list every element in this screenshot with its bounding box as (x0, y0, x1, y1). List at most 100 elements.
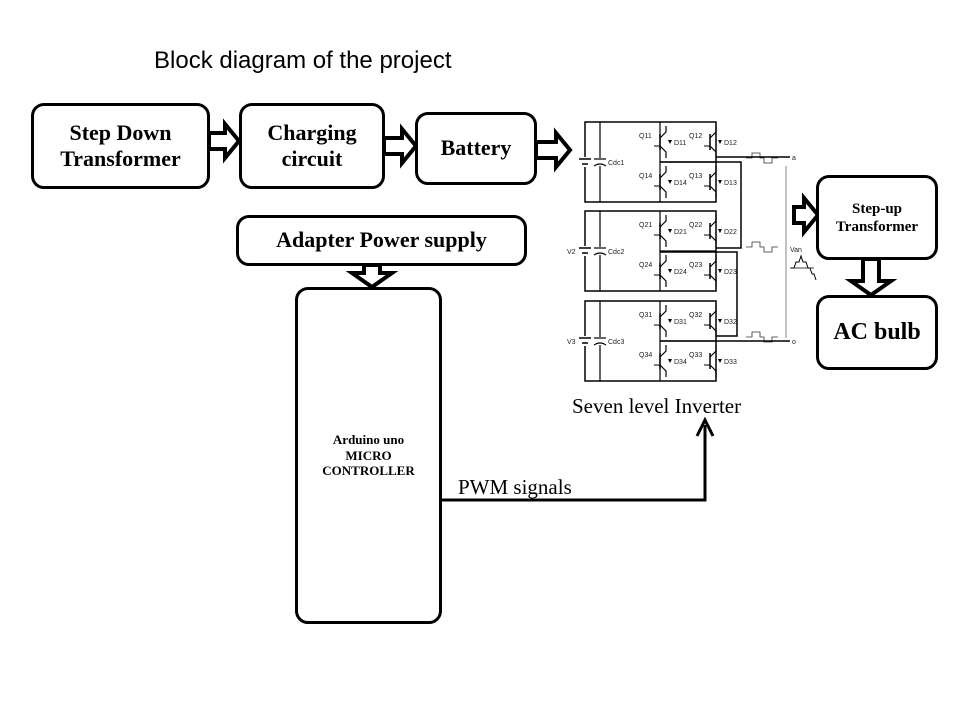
step-up-label: Step-up Transformer (835, 200, 919, 235)
diode-label: D23 (724, 269, 737, 276)
igbt-emitter (709, 364, 717, 377)
arrow-charging-to-battery (382, 123, 419, 169)
igbt-collector (659, 255, 667, 268)
battery-block: Battery (415, 112, 537, 185)
igbt-emitter (659, 274, 667, 287)
diode-icon (718, 319, 722, 323)
cell-waveform (746, 331, 778, 343)
igbt-collector (659, 215, 667, 228)
diode-icon (668, 140, 672, 144)
source-label: V2 (567, 249, 576, 256)
cap-gap (594, 158, 606, 166)
igbt-emitter (659, 145, 667, 158)
arrow-inverter-to-stepup (792, 192, 821, 238)
diode-icon (668, 359, 672, 363)
arduino-microcontroller-block: Arduino uno MICRO CONTROLLER (295, 287, 442, 624)
capacitor-icon (593, 163, 607, 167)
arrow-stepup-to-acbulb (844, 257, 898, 298)
arduino-label-1: Arduino uno (332, 432, 405, 448)
adapter-label: Adapter Power supply (276, 227, 487, 253)
staircase-waveform (791, 254, 817, 281)
igbt-emitter (659, 185, 667, 198)
arrow-battery-to-inverter (534, 127, 573, 173)
switch-label: Q31 (639, 312, 652, 319)
igbt-emitter (709, 185, 717, 198)
capacitor-label: Cdc1 (608, 160, 624, 167)
diode-icon (668, 180, 672, 184)
switch-label: Q33 (689, 352, 702, 359)
cap-gap (594, 247, 606, 255)
igbt-emitter (709, 234, 717, 247)
switch-label: Q13 (689, 173, 702, 180)
charging-circuit-block: Charging circuit (239, 103, 385, 189)
terminal-a-label: a (792, 155, 796, 162)
battery-label: Battery (440, 135, 512, 161)
terminal-o-label: o (792, 339, 796, 346)
output-voltage-label: Van (790, 247, 802, 254)
igbt-emitter (709, 145, 717, 158)
igbt-collector (709, 345, 717, 358)
battery-gap (579, 157, 591, 167)
capacitor-label: Cdc2 (608, 249, 624, 256)
diode-icon (718, 229, 722, 233)
igbt-collector (709, 255, 717, 268)
switch-label: Q34 (639, 352, 652, 359)
diode-label: D21 (674, 229, 687, 236)
igbt-collector (709, 305, 717, 318)
switch-label: Q11 (639, 133, 652, 140)
cell-waveform (746, 152, 778, 164)
cell-waveform (746, 241, 778, 253)
switch-label: Q32 (689, 312, 702, 319)
diode-label: D11 (674, 140, 686, 147)
igbt-emitter (709, 274, 717, 287)
source-label: V3 (567, 339, 576, 346)
diagram-title: Block diagram of the project (154, 47, 452, 74)
charging-label: Charging circuit (267, 119, 357, 171)
diode-icon (668, 269, 672, 273)
igbt-collector (709, 215, 717, 228)
igbt-collector (659, 126, 667, 139)
adapter-power-supply-block: Adapter Power supply (236, 215, 527, 266)
diode-label: D12 (724, 140, 737, 147)
capacitor-icon (593, 342, 607, 346)
arduino-label-3: CONTROLLER (322, 463, 415, 479)
switch-label: Q14 (639, 173, 652, 180)
diode-label: D31 (674, 319, 687, 326)
step-down-label: Step Down Transformer (60, 119, 181, 171)
switch-label: Q21 (639, 222, 652, 229)
ac-bulb-block: AC bulb (816, 295, 938, 370)
igbt-emitter (659, 324, 667, 337)
diode-label: D13 (724, 180, 737, 187)
diode-label: D33 (724, 359, 737, 366)
step-up-transformer-block: Step-up Transformer (816, 175, 938, 260)
capacitor-icon (593, 252, 607, 256)
arduino-label-2: MICRO (345, 447, 392, 463)
switch-label: Q22 (689, 222, 702, 229)
diode-label: D32 (724, 319, 737, 326)
diode-icon (718, 180, 722, 184)
diode-label: D34 (674, 359, 687, 366)
diode-icon (718, 140, 722, 144)
arrow-stepdown-to-charging (207, 118, 242, 164)
diode-label: D14 (674, 180, 687, 187)
battery-gap (579, 336, 591, 346)
arrow-adapter-to-arduino (345, 263, 399, 290)
igbt-collector (709, 126, 717, 139)
step-down-transformer-block: Step Down Transformer (31, 103, 210, 189)
pwm-signal-line (441, 425, 707, 502)
capacitor-label: Cdc3 (608, 339, 624, 346)
battery-gap (579, 246, 591, 256)
switch-label: Q24 (639, 262, 652, 269)
diode-icon (718, 359, 722, 363)
igbt-collector (659, 345, 667, 358)
diode-label: D24 (674, 269, 687, 276)
diode-icon (668, 319, 672, 323)
pwm-signals-label: PWM signals (458, 475, 572, 499)
igbt-emitter (709, 324, 717, 337)
cell1-to-cell2 (660, 161, 742, 249)
inverter-label: Seven level Inverter (572, 394, 742, 418)
cap-gap (594, 337, 606, 345)
igbt-collector (659, 166, 667, 179)
